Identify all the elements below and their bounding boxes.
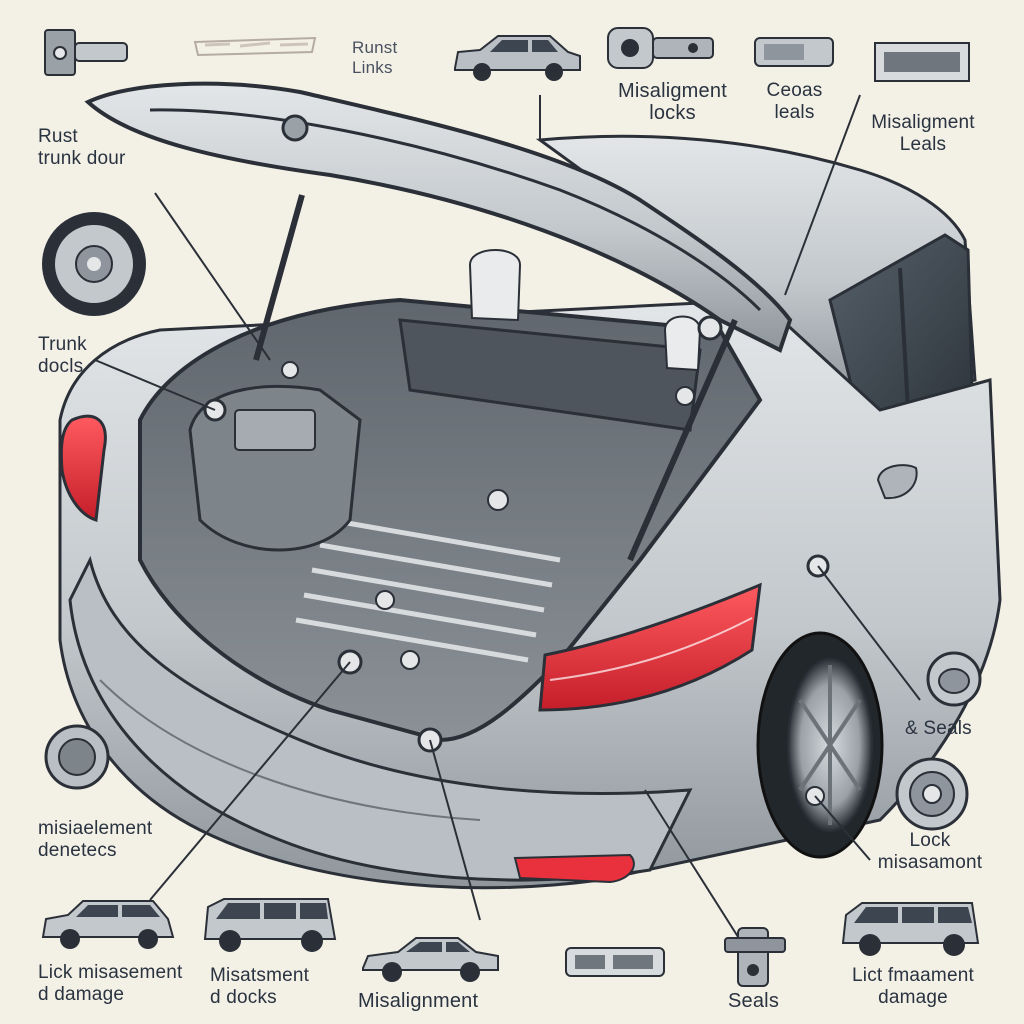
trunk-floor [295,517,561,663]
lock-actuator-icon [607,27,714,69]
label-lock-misalignment: Lock misasamont [877,830,983,873]
seal-part-icon [724,927,786,987]
trunk-lid [84,81,793,353]
van-car-icon [203,898,337,952]
label-rust-trunk-door: Rust trunk dour [38,126,126,169]
hinge-bracket-icon [44,29,128,76]
sedan-car-icon [362,937,499,982]
label-misalignment-devices: misiaelement denetecs [38,818,153,861]
label-rust-links: Runst Links [352,38,398,77]
label-cease-seals: Ceoas leals [766,80,823,123]
label-trunk-docks: Trunk docls [38,334,87,377]
label-lict-damage: Lict fmaament damage [852,965,974,1008]
rust-stamp-icon [193,36,317,57]
label-misalignment-bottom: Misalignment [358,990,479,1012]
suv-car-icon [41,900,175,949]
left-taillight [59,414,107,522]
lock-ring-icon [895,757,969,831]
left-strut [253,194,305,361]
label-misalignment-locks: Misaligment locks [618,80,727,124]
right-strut [627,318,738,562]
latch-part-icon [565,947,665,977]
seal-cylinder-icon [754,37,834,67]
label-seals-bottom: Seals [728,990,780,1012]
bumper-reflector [513,853,635,884]
label-misalignment-docks: Misatsment d docks [210,965,310,1008]
trunk-mechanism [188,384,362,552]
seal-ring-icon [926,651,982,707]
label-lick-damage: Lick misasement d damage [38,962,183,1005]
door-handle [876,464,918,500]
hatchback-car-icon [454,35,581,81]
seal-box-icon [874,42,970,82]
wheel-icon [42,212,146,316]
leader-lines [94,94,921,941]
seal-ring-icon [44,724,110,790]
rear-bumper [68,555,693,882]
label-misaligment-leals: Misaligment Leals [871,112,975,155]
van-car-icon [841,902,980,956]
right-taillight [538,582,762,712]
label-seals-right: & Seals [905,718,972,739]
